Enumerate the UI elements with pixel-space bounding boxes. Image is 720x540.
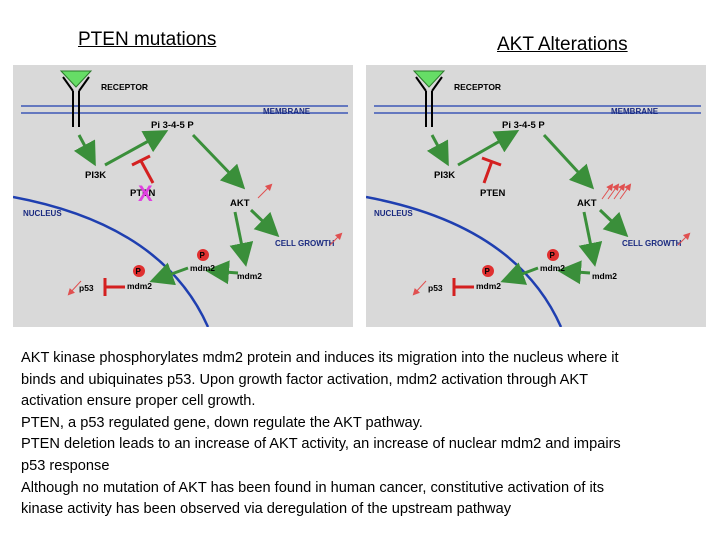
pten-inhibition (131, 154, 155, 184)
nucleus-boundary (13, 195, 210, 327)
arrow-pip3-akt (542, 133, 595, 190)
nucleus-boundary (366, 195, 563, 327)
p-badge-1 (547, 249, 559, 261)
p-badge-1-label: P (550, 251, 556, 260)
diagram-pten-mutations: RECEPTOR MEMBRANE Pi 3-4-5 P NUCLEUS PI3… (13, 65, 353, 327)
p-badge-2 (482, 265, 494, 277)
receptor-label: RECEPTOR (454, 82, 501, 92)
receptor-icon (59, 70, 93, 127)
description-line: PTEN, a p53 regulated gene, down regulat… (21, 414, 423, 431)
p-badge-1-label: P (200, 251, 206, 260)
arrow-pi3k-pip3 (457, 130, 520, 167)
pi3k-label: PI3K (434, 170, 455, 181)
membrane-lines (374, 105, 701, 114)
nucleus-label: NUCLEUS (23, 209, 62, 218)
arrow-akt-cellgrowth (598, 208, 629, 238)
membrane-label: MEMBRANE (611, 107, 659, 116)
mdm2-cyto-label: mdm2 (592, 271, 617, 281)
cellgrowth-up-arrow (677, 232, 691, 246)
arrow-mdm2-nucleus (557, 260, 591, 285)
akt-label: AKT (230, 198, 250, 209)
mdm2-upper-label: mdm2 (190, 263, 215, 273)
arrow-mdm2-nucleus (205, 260, 239, 285)
mdm2-nuclear-label: mdm2 (476, 281, 501, 291)
mdm2-p53-inhibition (452, 278, 474, 296)
p-badge-1 (197, 249, 209, 261)
diagram-akt-alterations: RECEPTOR MEMBRANE Pi 3-4-5 P NUCLEUS PI3… (366, 65, 706, 327)
mdm2-upper-label: mdm2 (540, 263, 565, 273)
arrow-akt-mdm2 (229, 211, 254, 267)
description-line: Although no mutation of AKT has been fou… (21, 479, 605, 496)
cell-growth-label: CELL GROWTH (275, 239, 335, 248)
arrow-receptor-pi3k (73, 134, 96, 167)
p-badge-2-label: P (485, 267, 491, 276)
nucleus-label: NUCLEUS (374, 209, 413, 218)
p53-down-arrow (67, 280, 82, 296)
arrow-pip3-akt (191, 133, 246, 190)
p-badge-2-label: P (136, 267, 142, 276)
cell-growth-label: CELL GROWTH (622, 239, 682, 248)
p-badge-2 (133, 265, 145, 277)
p53-down-arrow (412, 280, 427, 296)
description-line: activation ensure proper cell growth. (21, 393, 256, 410)
description-text: AKT kinase phosphorylates mdm2 protein a… (21, 348, 711, 521)
membrane-label: MEMBRANE (263, 107, 311, 116)
mdm2-nuclear-label: mdm2 (127, 281, 152, 291)
pten-label: PTEN (130, 188, 155, 199)
pten-mutation-mark: X (138, 181, 153, 206)
pten-label: PTEN (480, 188, 505, 199)
pi3k-label: PI3K (85, 170, 106, 181)
arrow-mdm2-nuclear (149, 262, 189, 286)
mdm2-p53-inhibition (103, 278, 125, 296)
heading-pten-mutations: PTEN mutations (78, 29, 217, 50)
description-line: binds and ubiquinates p53. Upon growth f… (21, 371, 589, 388)
pten-inhibition (481, 156, 502, 184)
p53-label: p53 (79, 283, 94, 293)
description-line: kinase activity has been observed via de… (21, 501, 511, 518)
akt-up-arrow (257, 183, 273, 199)
arrow-mdm2-nuclear (500, 262, 539, 285)
cellgrowth-up-arrow (329, 232, 343, 246)
membrane-lines (21, 105, 348, 114)
description-line: AKT kinase phosphorylates mdm2 protein a… (21, 350, 619, 366)
akt-up-arrows (601, 183, 632, 200)
heading-akt-alterations: AKT Alterations (497, 34, 628, 55)
pip3-label: Pi 3-4-5 P (502, 120, 545, 131)
description-line: p53 response (21, 457, 110, 474)
akt-label: AKT (577, 198, 597, 209)
arrow-akt-mdm2 (578, 211, 603, 267)
p53-label: p53 (428, 283, 443, 293)
mdm2-cyto-label: mdm2 (237, 271, 262, 281)
pip3-label: Pi 3-4-5 P (151, 120, 194, 131)
arrow-pi3k-pip3 (104, 130, 169, 167)
receptor-icon (412, 70, 446, 127)
description-line: PTEN deletion leads to an increase of AK… (21, 436, 621, 453)
arrow-receptor-pi3k (426, 134, 449, 167)
receptor-label: RECEPTOR (101, 82, 148, 92)
arrow-akt-cellgrowth (249, 208, 280, 238)
